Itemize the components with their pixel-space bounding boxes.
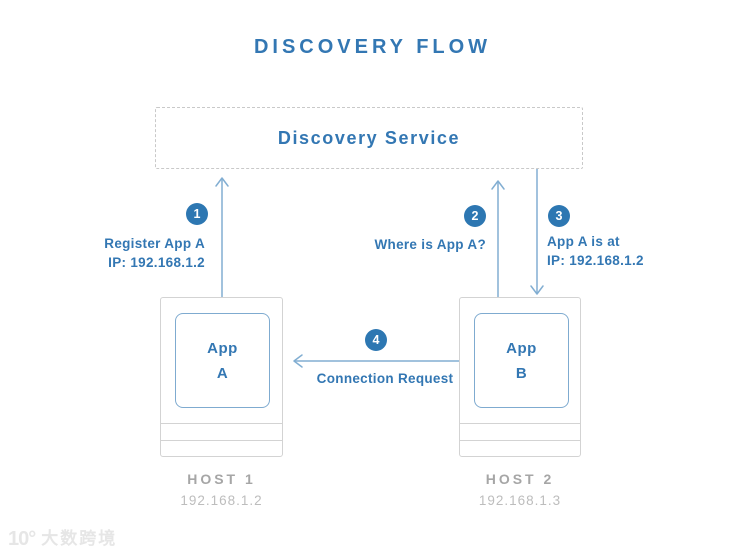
step-2-label: Where is App A?	[374, 235, 486, 254]
step-4-badge: 4	[365, 329, 387, 351]
host-2-box: App B	[459, 297, 581, 457]
step-1-badge: 1	[186, 203, 208, 225]
app-b-label-line-1: App	[506, 339, 537, 357]
host-1-rack-divider-2	[161, 440, 282, 441]
arrow-reply-down-icon	[530, 169, 544, 295]
page-title: DISCOVERY FLOW	[253, 36, 492, 58]
arrow-connection-left-icon	[293, 354, 474, 368]
host-1-rack-divider-1	[161, 423, 282, 424]
step-4-label-line-1: Connection Request	[316, 371, 454, 386]
host-2-rack-divider-1	[460, 423, 580, 424]
watermark: 10° 大数跨境	[8, 528, 117, 550]
watermark-text: 大数跨境	[41, 529, 118, 548]
step-2-label-line-1: Where is App A?	[374, 237, 486, 252]
app-b-label-line-2: B	[515, 364, 528, 382]
step-3-label-line-1: App A is at	[547, 234, 620, 249]
host-1-name: HOST 1	[187, 471, 256, 487]
host-1-ip: 192.168.1.2	[180, 493, 263, 508]
watermark-logo-icon: 10°	[8, 528, 36, 550]
step-1-label-line-1: Register App A	[104, 236, 205, 251]
app-a-label-line-1: App	[207, 339, 238, 357]
step-3-label-line-2: IP: 192.168.1.2	[547, 252, 644, 268]
host-2-rack-divider-2	[460, 440, 580, 441]
host-2-ip: 192.168.1.3	[478, 493, 562, 508]
step-2-badge: 2	[464, 205, 486, 227]
step-4-label: Connection Request	[300, 369, 470, 388]
app-a-box: App A	[175, 313, 270, 408]
step-1-label-line-2: IP: 192.168.1.2	[108, 255, 205, 270]
arrow-register-up-icon	[215, 177, 229, 313]
host-2-name: HOST 2	[485, 471, 555, 487]
app-a-label-line-2: A	[216, 364, 229, 382]
step-3-badge: 3	[548, 205, 570, 227]
app-b-box: App B	[474, 313, 569, 408]
step-1-label: Register App A IP: 192.168.1.2	[104, 234, 205, 272]
arrow-query-up-icon	[491, 180, 505, 312]
step-3-label: App A is at IP: 192.168.1.2	[547, 233, 644, 270]
discovery-service-box: Discovery Service	[155, 107, 583, 169]
discovery-service-label: Discovery Service	[277, 127, 461, 148]
host-1-box: App A	[160, 297, 283, 457]
